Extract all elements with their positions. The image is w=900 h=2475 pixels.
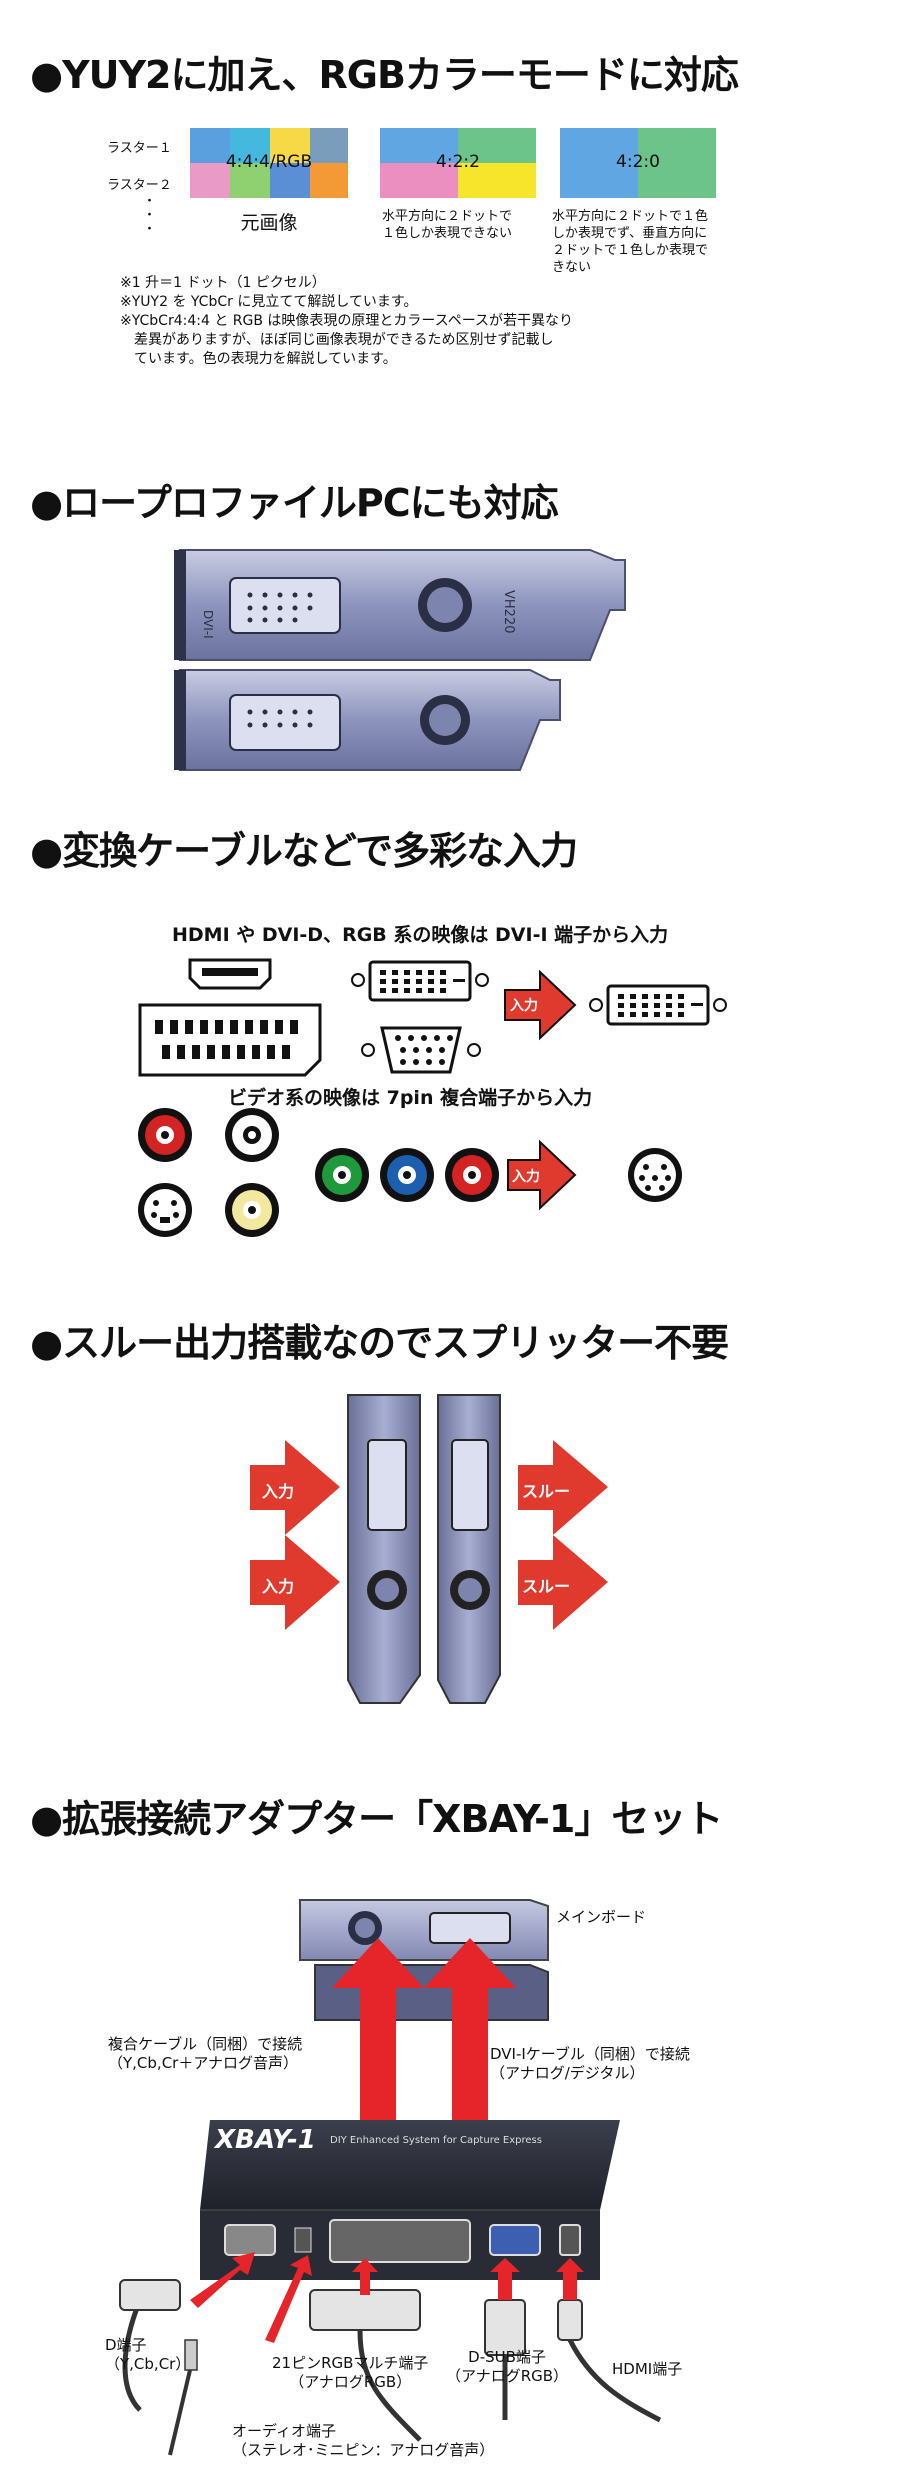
- sub-dvi-input: HDMI や DVI-D、RGB 系の映像は DVI-I 端子から入力: [172, 924, 669, 946]
- section-heading-low-profile: ●ロープロファイルPCにも対応: [30, 481, 559, 525]
- input-arrow-label-2: 入力: [512, 1169, 540, 1185]
- video-input-connectors: [138, 1108, 682, 1237]
- note-line: ています。色の表現力を解説しています。: [120, 351, 397, 367]
- composite-cable-label: 複合ケーブル（同梱）で接続 （Y,Cb,Cr＋アナログ音声）: [108, 2035, 303, 2072]
- dvi-i-destination-icon: [589, 984, 727, 1026]
- in-arrow-bottom-icon: [250, 1535, 340, 1630]
- low-profile-card-illustration: DVI-I VH220: [174, 549, 626, 771]
- dvi-cable-label: DVI-Iケーブル（同梱）で接続 （アナログ/デジタル）: [490, 2045, 690, 2082]
- block-444-caption: 元画像: [240, 212, 298, 234]
- note-line: ※YUY2 を YCbCr に見立てて解説しています。: [120, 294, 418, 310]
- scart-connector-icon: [138, 1003, 322, 1077]
- 7pin-composite-icon: [628, 1148, 682, 1202]
- card-label-vh220: VH220: [501, 590, 516, 633]
- raster-2-label: ラスター２: [107, 178, 172, 193]
- card-label-dvi: DVI-I: [201, 610, 215, 639]
- component-green-icon: [315, 1148, 369, 1202]
- block-420-label: 4:2:0: [616, 152, 660, 172]
- hdmi-label: HDMI端子: [612, 2360, 683, 2378]
- vga-connector-icon: [361, 1026, 481, 1074]
- through-arrow-bottom-icon: [518, 1535, 608, 1630]
- section-heading-xbay: ●拡張接続アダプター「XBAY-1」セット: [30, 1797, 723, 1841]
- through-arrow-top-icon: [518, 1440, 608, 1535]
- dvi-d-connector-icon: [351, 960, 489, 1002]
- audio-label: オーディオ端子 （ステレオ･ミニピン：アナログ音声）: [232, 2422, 495, 2459]
- note-line: ※1 升＝1 ドット（1 ピクセル）: [120, 275, 326, 291]
- sub-video-input: ビデオ系の映像は 7pin 複合端子から入力: [228, 1087, 593, 1109]
- block-444-label: 4:4:4/RGB: [225, 152, 313, 172]
- in-label-bottom: 入力: [262, 1577, 295, 1596]
- section-heading-color-mode: ●YUY2に加え、RGBカラーモードに対応: [30, 53, 739, 97]
- in-arrow-top-icon: [250, 1440, 340, 1535]
- section-heading-inputs: ●変換ケーブルなどで多彩な入力: [30, 829, 578, 873]
- mainboard-label: メインボード: [556, 1908, 647, 1926]
- dsub-label: D-SUB端子 （アナログRGB）: [446, 2348, 569, 2385]
- block-422-label: 4:2:2: [436, 152, 480, 172]
- through-label-bottom: スルー: [522, 1577, 571, 1596]
- notes-list: ※1 升＝1 ドット（1 ピクセル） ※YUY2 を YCbCr に見立てて解説…: [120, 274, 573, 369]
- through-output-illustration: [250, 1394, 608, 1704]
- color-block-444: 4:4:4/RGB: [190, 128, 348, 198]
- color-block-422: 4:2:2: [380, 128, 536, 198]
- xbay-connection-illustration: [119, 1899, 662, 2456]
- in-label-top: 入力: [262, 1482, 295, 1501]
- note-line: ※YCbCr4:4:4 と RGB は映像表現の原理とカラースペースが若干異なり: [120, 313, 574, 329]
- component-blue-icon: [380, 1148, 434, 1202]
- block-422-caption: 水平方向に２ドットで １色しか表現できない: [382, 209, 513, 241]
- note-line: 差異がありますが、ほぼ同じ画像表現ができるため区別せず記載し: [120, 332, 554, 348]
- rgb21-label: 21ピンRGBマルチ端子 （アナログRGB）: [272, 2354, 429, 2391]
- s-video-icon: [138, 1183, 192, 1237]
- rca-red-icon: [138, 1108, 192, 1162]
- dvi-input-connectors: [138, 958, 727, 1077]
- xbay-box-subtitle: DIY Enhanced System for Capture Express: [330, 2135, 542, 2146]
- raster-1-label: ラスター１: [107, 141, 172, 156]
- input-arrow-label-1: 入力: [510, 998, 538, 1014]
- rca-yellow-icon: [225, 1183, 279, 1237]
- through-label-top: スルー: [522, 1482, 571, 1501]
- d-terminal-label: D端子 （Y,Cb,Cr）: [105, 2336, 191, 2373]
- hdmi-connector-icon: [188, 958, 272, 990]
- xbay-box-title: XBAY-1: [215, 2125, 316, 2155]
- raster-dots: ・ ・ ・: [143, 194, 157, 237]
- block-420-caption: 水平方向に２ドットで１色 しか表現でず、垂直方向に ２ドットで１色しか表現で き…: [552, 209, 709, 275]
- input-arrow-icon: [507, 1139, 577, 1211]
- component-red-icon: [445, 1148, 499, 1202]
- rca-white-icon: [225, 1108, 279, 1162]
- color-block-420: 4:2:0: [560, 128, 716, 198]
- section-heading-through: ●スルー出力搭載なのでスプリッター不要: [30, 1321, 729, 1365]
- input-arrow-icon: [504, 969, 577, 1041]
